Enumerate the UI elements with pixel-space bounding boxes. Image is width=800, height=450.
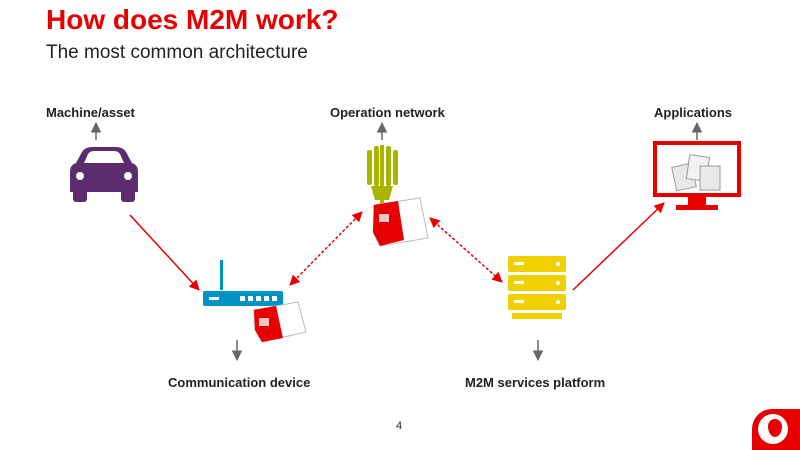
arrow-device-network <box>289 211 363 286</box>
car-icon <box>70 147 138 202</box>
arrow-machine-to-device <box>129 214 200 291</box>
sim-card-icon <box>253 301 307 343</box>
page-title: How does M2M work? <box>46 4 339 35</box>
label-communication-device: Communication device <box>168 375 311 390</box>
router-icon <box>203 260 283 306</box>
page-subtitle: The most common architecture <box>46 42 308 63</box>
arrow-platform-to-applications <box>572 202 665 291</box>
server-icon <box>508 256 566 319</box>
cell-tower-icon <box>367 145 398 240</box>
label-applications: Applications <box>654 105 733 120</box>
arrow-network-platform <box>429 217 503 283</box>
page-number: 4 <box>396 420 403 432</box>
label-m2m-services-platform: M2M services platform <box>465 375 606 390</box>
label-machine-asset: Machine/asset <box>46 105 135 120</box>
sim-card-icon <box>372 197 429 247</box>
monitor-icon <box>653 141 741 210</box>
vodafone-logo-mark <box>768 419 782 437</box>
label-operation-network: Operation network <box>330 105 445 120</box>
